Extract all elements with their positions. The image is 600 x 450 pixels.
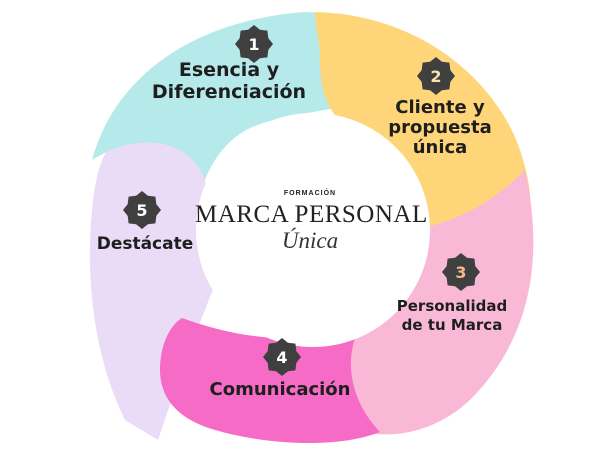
step-number-2: 2 <box>430 67 441 86</box>
step-badge-1 <box>235 25 273 63</box>
step-badge-3 <box>442 253 480 291</box>
segment-4-shape <box>160 318 380 444</box>
segment-5-shape <box>89 129 220 440</box>
step-label-line: Comunicación <box>210 379 351 400</box>
step-label-line: única <box>413 137 468 158</box>
segment-3-shape <box>347 170 534 435</box>
center-eyebrow: FORMACIÓN <box>283 190 337 197</box>
center-circle <box>196 113 430 347</box>
step-label-line: propuesta <box>388 117 492 138</box>
center-subtitle: Única <box>281 228 339 253</box>
step-label-line: Personalidad <box>397 297 507 315</box>
step-number-5: 5 <box>136 201 147 220</box>
center-logo: FORMACIÓN MARCA PERSONAL Única <box>195 190 428 253</box>
step-label-line: Cliente y <box>395 97 485 118</box>
step-number-1: 1 <box>248 35 259 54</box>
segment-1-shape <box>92 12 356 180</box>
step-label-line: Esencia y <box>179 59 280 81</box>
step-label-5: Destácate <box>97 234 194 254</box>
center-title: MARCA PERSONAL <box>195 201 428 228</box>
step-badge-4 <box>263 338 301 376</box>
step-badge-2 <box>417 57 455 95</box>
step-number-3: 3 <box>455 263 466 282</box>
step-label-line: Destácate <box>97 234 194 254</box>
step-label-line: de tu Marca <box>402 316 503 334</box>
segment-2-shape <box>315 12 531 240</box>
step-label-line: Diferenciación <box>152 81 306 103</box>
step-number-4: 4 <box>276 348 287 367</box>
step-label-4: Comunicación <box>210 379 351 400</box>
step-badge-5 <box>123 191 161 229</box>
